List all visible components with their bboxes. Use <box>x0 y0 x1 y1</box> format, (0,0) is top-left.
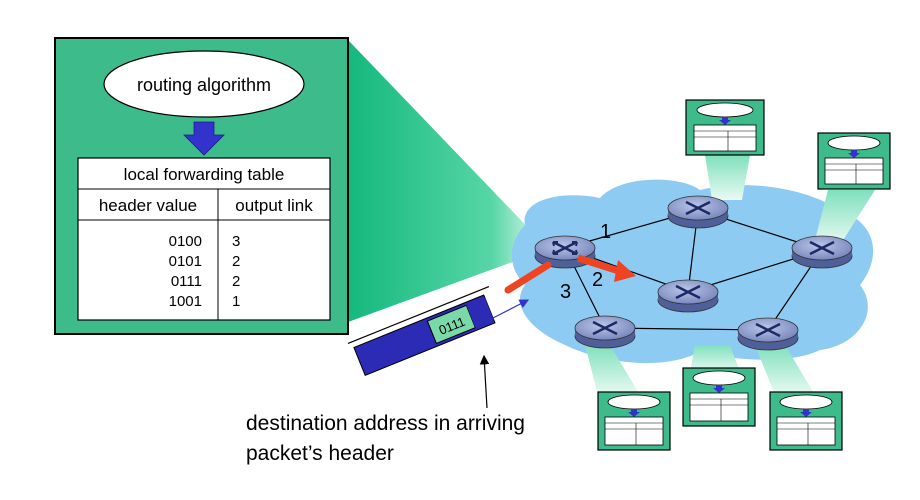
router-3 <box>791 235 853 269</box>
arriving-packet: 0111 <box>347 285 496 376</box>
row-3-link: 1 <box>232 293 240 310</box>
mini-table-right <box>817 132 891 190</box>
packet-motion-arrow <box>492 299 530 319</box>
caption-line-2: packet’s header <box>246 442 394 465</box>
mini-table-bottom-right <box>769 391 843 451</box>
zoom-beam <box>348 40 540 322</box>
link-label-1: 1 <box>600 221 611 243</box>
row-2-link: 2 <box>232 273 240 290</box>
mini-table-bottom-left <box>597 391 671 451</box>
router-4 <box>657 279 719 313</box>
row-3-header: 1001 <box>169 293 202 310</box>
forwarding-arrow <box>504 254 636 294</box>
row-1-header: 0101 <box>169 253 202 270</box>
router-5 <box>574 315 636 349</box>
caption-line-1: destination address in arriving <box>246 412 525 435</box>
mini-table-top <box>685 99 765 156</box>
table-title: local forwarding table <box>124 165 285 184</box>
stem-bottom-right <box>755 345 815 395</box>
col-header-value: header value <box>99 196 197 215</box>
down-arrow-icon <box>183 121 225 156</box>
link-label-3: 3 <box>560 281 571 303</box>
row-0-header: 0100 <box>169 233 202 250</box>
routing-algorithm-oval <box>103 50 305 118</box>
link-label-2: 2 <box>592 269 603 291</box>
mini-table-bottom-mid <box>682 367 756 427</box>
router-2 <box>667 195 729 229</box>
stem-bottom-mid <box>690 345 740 372</box>
router-6 <box>737 317 799 351</box>
stem-top <box>705 155 750 200</box>
stem-bottom-left <box>585 345 640 395</box>
router-1 <box>534 235 596 269</box>
stem-right <box>815 190 875 245</box>
forwarding-table <box>77 157 331 321</box>
col-output-link: output link <box>235 196 313 215</box>
row-0-link: 3 <box>232 233 240 250</box>
caption-pointer <box>479 354 490 409</box>
routing-algorithm-label: routing algorithm <box>137 75 271 95</box>
row-1-link: 2 <box>232 253 240 270</box>
row-2-header: 0111 <box>171 273 202 290</box>
control-panel: routing algorithm local forwarding table… <box>54 37 349 335</box>
